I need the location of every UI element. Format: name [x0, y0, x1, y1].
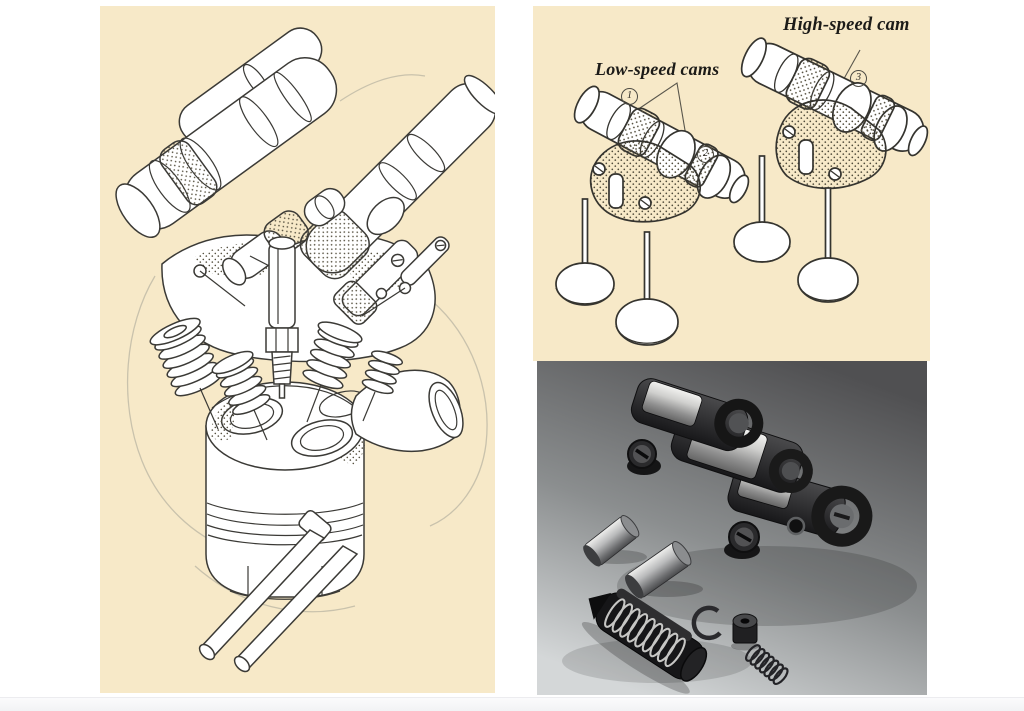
camshaft-bank-right [299, 74, 495, 325]
pivot-screw-bottom [724, 521, 760, 559]
circlip [691, 605, 722, 641]
ghost-outlines [126, 74, 488, 613]
piston-pins [583, 515, 703, 599]
figure-engine-cutaway: .o{fill:#ffffff;stroke:#3b3a36;stroke-wi… [100, 6, 495, 693]
rocker-arm-primary [630, 378, 764, 452]
small-spring [744, 644, 789, 686]
cam-diagram-drawing: .b{fill:#ffffff;stroke:#35342f;stroke-wi… [555, 37, 929, 346]
low-speed-cam-assembly [555, 85, 750, 346]
high-speed-cam-assembly [733, 37, 929, 303]
figure-cam-diagram: .b{fill:#ffffff;stroke:#35342f;stroke-wi… [533, 6, 930, 361]
parts-photo-recreation [537, 361, 927, 695]
valve-recess-2 [290, 419, 354, 457]
lost-motion-assembly [581, 588, 708, 694]
photo-rocker-arm-parts [537, 361, 927, 695]
pivot-hole [786, 516, 806, 536]
callout-2: 2 [697, 146, 714, 163]
rocker-arm-cluster [627, 378, 873, 559]
bushing [731, 613, 759, 651]
engine-cutaway-drawing: .o{fill:#ffffff;stroke:#3b3a36;stroke-wi… [115, 27, 495, 673]
pivot-screw-left [627, 439, 661, 475]
callout-1: 1 [621, 88, 638, 105]
label-low-speed-cams: Low-speed cams [595, 59, 720, 79]
page-bottom-strip [0, 697, 1024, 711]
lower-rods [198, 509, 359, 673]
valve-springs [149, 317, 404, 441]
spark-plug [265, 236, 299, 399]
callout-3: 3 [850, 70, 867, 87]
label-high-speed-cam: High-speed cam [783, 15, 910, 35]
